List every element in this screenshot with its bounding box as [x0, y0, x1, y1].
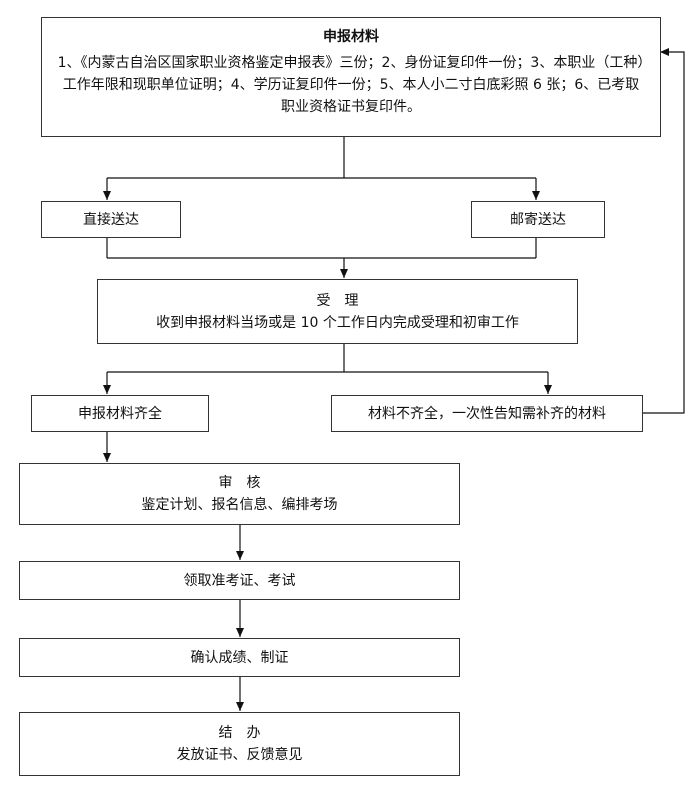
node-materials-complete-label: 申报材料齐全: [78, 405, 162, 422]
node-materials-incomplete: 材料不齐全，一次性告知需补齐的材料: [331, 395, 643, 432]
feedback-loop-arrow: [643, 48, 685, 414]
node-finish-title: 结 办: [218, 725, 261, 741]
node-materials-title: 申报材料: [323, 29, 379, 45]
node-materials: 申报材料 1、《内蒙古自治区国家职业资格鉴定申报表》三份；2、身份证复印件一份；…: [41, 17, 661, 137]
node-exam: 领取准考证、考试: [19, 561, 460, 600]
node-finish: 结 办 发放证书、反馈意见: [19, 712, 460, 776]
node-accept-text: 收到申报材料当场或是 10 个工作日内完成受理和初审工作: [156, 314, 519, 331]
node-materials-complete: 申报材料齐全: [31, 395, 209, 432]
node-review-text: 鉴定计划、报名信息、编排考场: [141, 497, 338, 513]
node-exam-label: 领取准考证、考试: [183, 572, 296, 589]
node-finish-text: 发放证书、反馈意见: [176, 747, 303, 763]
node-direct-delivery-label: 直接送达: [83, 211, 139, 228]
node-review: 审 核 鉴定计划、报名信息、编排考场: [19, 463, 460, 525]
node-certificate-label: 确认成绩、制证: [190, 649, 289, 666]
node-mail-delivery-label: 邮寄送达: [510, 211, 566, 228]
node-review-title: 审 核: [218, 475, 261, 491]
node-certificate: 确认成绩、制证: [19, 638, 460, 677]
node-materials-incomplete-label: 材料不齐全，一次性告知需补齐的材料: [368, 405, 606, 422]
node-accept-title: 受 理: [316, 292, 359, 309]
node-accept: 受 理 收到申报材料当场或是 10 个工作日内完成受理和初审工作: [97, 279, 578, 344]
node-materials-text: 1、《内蒙古自治区国家职业资格鉴定申报表》三份；2、身份证复印件一份；3、本职业…: [57, 55, 645, 115]
node-mail-delivery: 邮寄送达: [471, 201, 605, 238]
node-direct-delivery: 直接送达: [41, 201, 181, 238]
